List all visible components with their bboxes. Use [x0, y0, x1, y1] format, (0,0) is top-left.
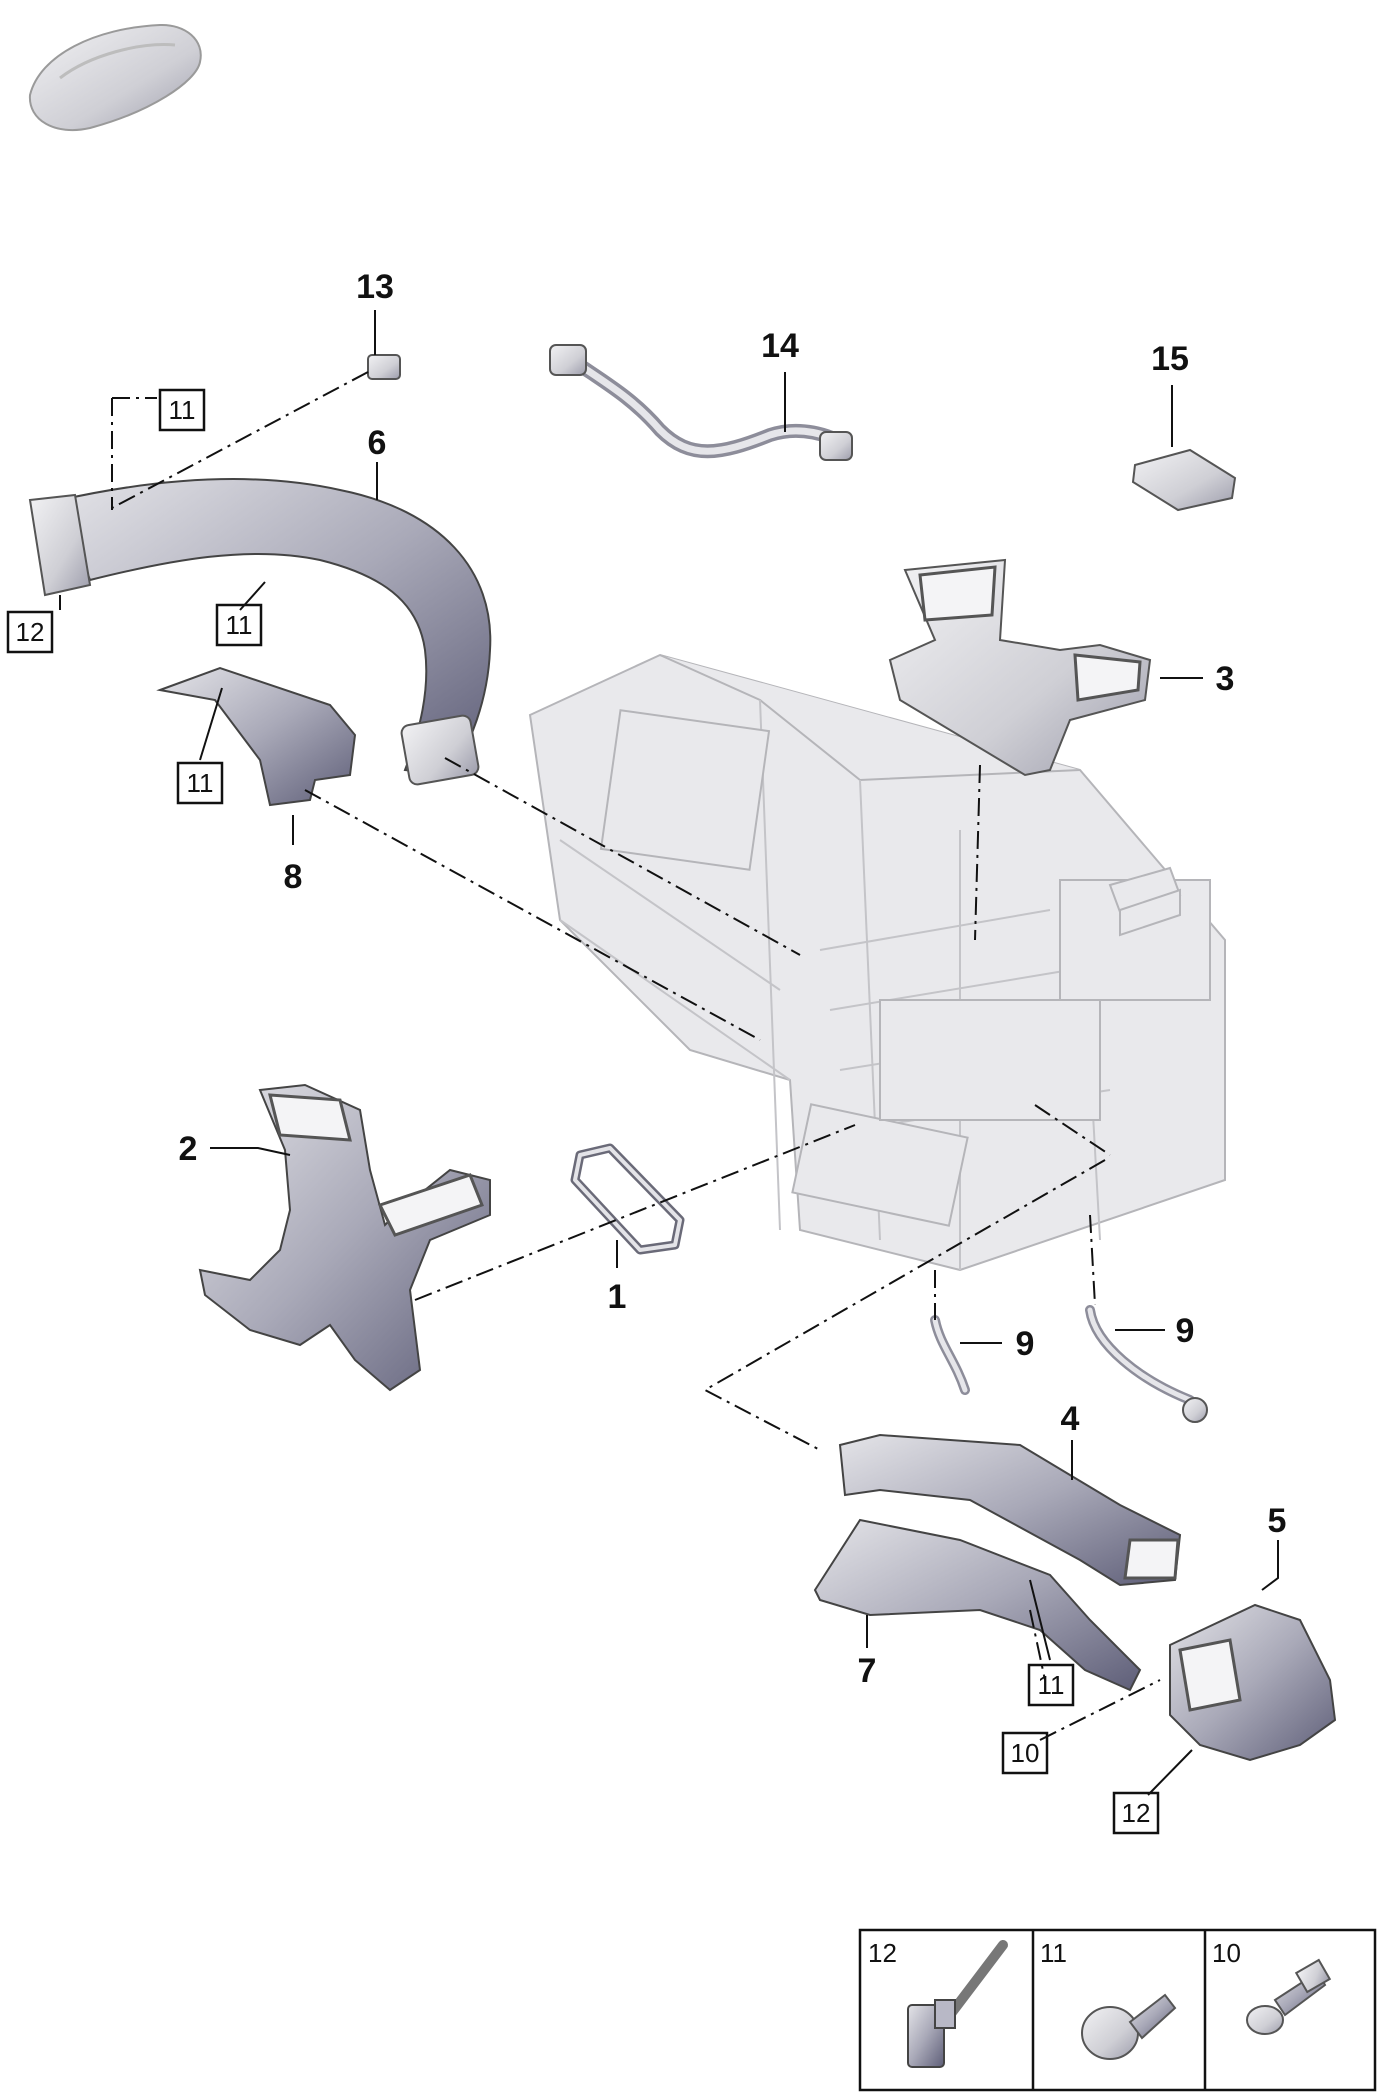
svg-text:12: 12 — [1122, 1798, 1151, 1828]
callout-14: 14 — [761, 327, 799, 365]
callout-5: 5 — [1268, 1502, 1287, 1540]
svg-text:11: 11 — [1038, 1670, 1065, 1700]
part-5-air-duct — [1169, 1603, 1337, 1762]
fastener-legend-table: 12 11 10 — [858, 1928, 1377, 2092]
callout-7: 7 — [858, 1652, 877, 1690]
callout-3: 3 — [1216, 660, 1235, 698]
leader-lines — [59, 310, 1279, 1796]
svg-text:10: 10 — [1212, 1938, 1241, 1968]
svg-text:11: 11 — [169, 395, 196, 425]
svg-text:12: 12 — [868, 1938, 897, 1968]
boxed-ref-12-left: 12 — [6, 610, 54, 654]
svg-text:11: 11 — [187, 768, 214, 798]
callout-15: 15 — [1151, 340, 1189, 378]
ac-housing-unit — [528, 653, 1226, 1272]
clip-connector-icon — [907, 1940, 1008, 2068]
part-1-seal-gasket — [570, 1143, 685, 1255]
callout-2: 2 — [179, 1130, 198, 1168]
callout-13: 13 — [356, 268, 394, 306]
legend-cell-11: 11 — [1040, 1938, 1177, 2060]
boxed-ref-10-duct5: 10 — [1001, 1731, 1049, 1775]
callout-8: 8 — [284, 858, 303, 896]
boxed-ref-12-duct5: 12 — [1112, 1791, 1160, 1835]
callout-9-right: 9 — [1176, 1312, 1195, 1350]
svg-text:11: 11 — [226, 610, 253, 640]
svg-text:12: 12 — [16, 617, 45, 647]
screw-icon — [1081, 1993, 1177, 2060]
part-4-air-duct — [838, 1433, 1182, 1587]
part-3-y-duct — [888, 558, 1152, 777]
assembly-lines — [111, 371, 1161, 1741]
boxed-ref-11-duct6: 11 — [215, 603, 263, 647]
callout-9-left: 9 — [1016, 1325, 1035, 1363]
boxed-ref-11-duct8: 11 — [176, 761, 224, 805]
part-9-drain-hose-right — [1085, 1305, 1208, 1423]
legend-cell-10: 10 — [1212, 1938, 1332, 2035]
callout-4: 4 — [1061, 1400, 1080, 1438]
part-7-air-duct — [813, 1518, 1142, 1692]
bolt-nut-icon — [1246, 1958, 1332, 2035]
boxed-ref-11-duct7: 11 — [1027, 1663, 1075, 1707]
part-2-footwell-duct — [198, 1083, 491, 1392]
car-silhouette-icon — [28, 23, 202, 132]
boxed-ref-11-top: 11 — [158, 388, 206, 432]
svg-text:10: 10 — [1011, 1738, 1040, 1768]
part-8-air-duct — [156, 666, 357, 807]
callout-1: 1 — [608, 1278, 627, 1316]
svg-text:11: 11 — [1040, 1938, 1067, 1968]
part-15-control-module — [1131, 448, 1237, 512]
part-14-hose — [549, 344, 853, 461]
part-6-curved-air-duct — [28, 478, 492, 786]
part-13-connector — [367, 354, 401, 380]
legend-cell-12: 12 — [868, 1938, 1008, 2068]
callout-6: 6 — [368, 424, 387, 462]
part-9-drain-hose-left — [930, 1315, 970, 1395]
